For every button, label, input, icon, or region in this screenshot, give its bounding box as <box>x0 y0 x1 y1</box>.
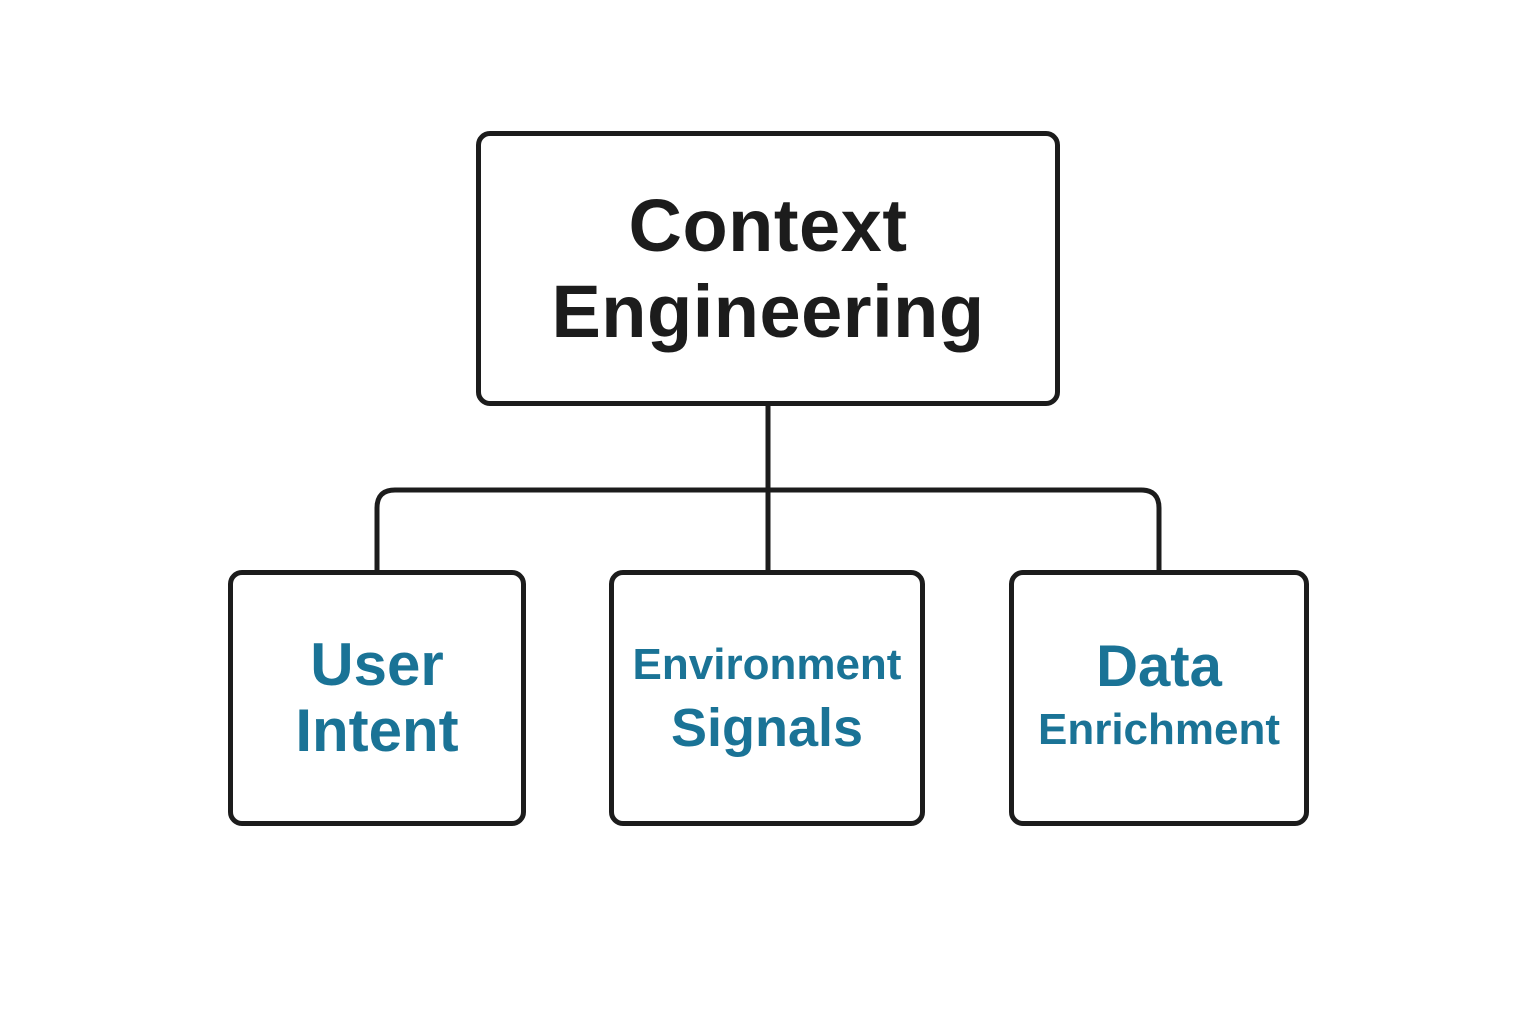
child-node-environment-signals: Environment Signals <box>609 570 925 826</box>
child-node-user-intent: User Intent <box>228 570 526 826</box>
root-node-context-engineering: Context Engineering <box>476 131 1060 406</box>
root-node-line1: Context <box>628 183 908 267</box>
child-node-line2: Signals <box>670 698 864 758</box>
child-node-line1: User <box>310 631 444 698</box>
connector-crossbar <box>374 487 1162 572</box>
root-node-line2: Engineering <box>551 269 985 353</box>
child-node-line2: Intent <box>295 697 459 764</box>
child-node-line2: Enrichment <box>1037 705 1281 754</box>
child-node-line1: Environment <box>632 640 902 689</box>
child-node-data-enrichment: Data Enrichment <box>1009 570 1309 826</box>
child-node-line1: Data <box>1096 634 1222 699</box>
